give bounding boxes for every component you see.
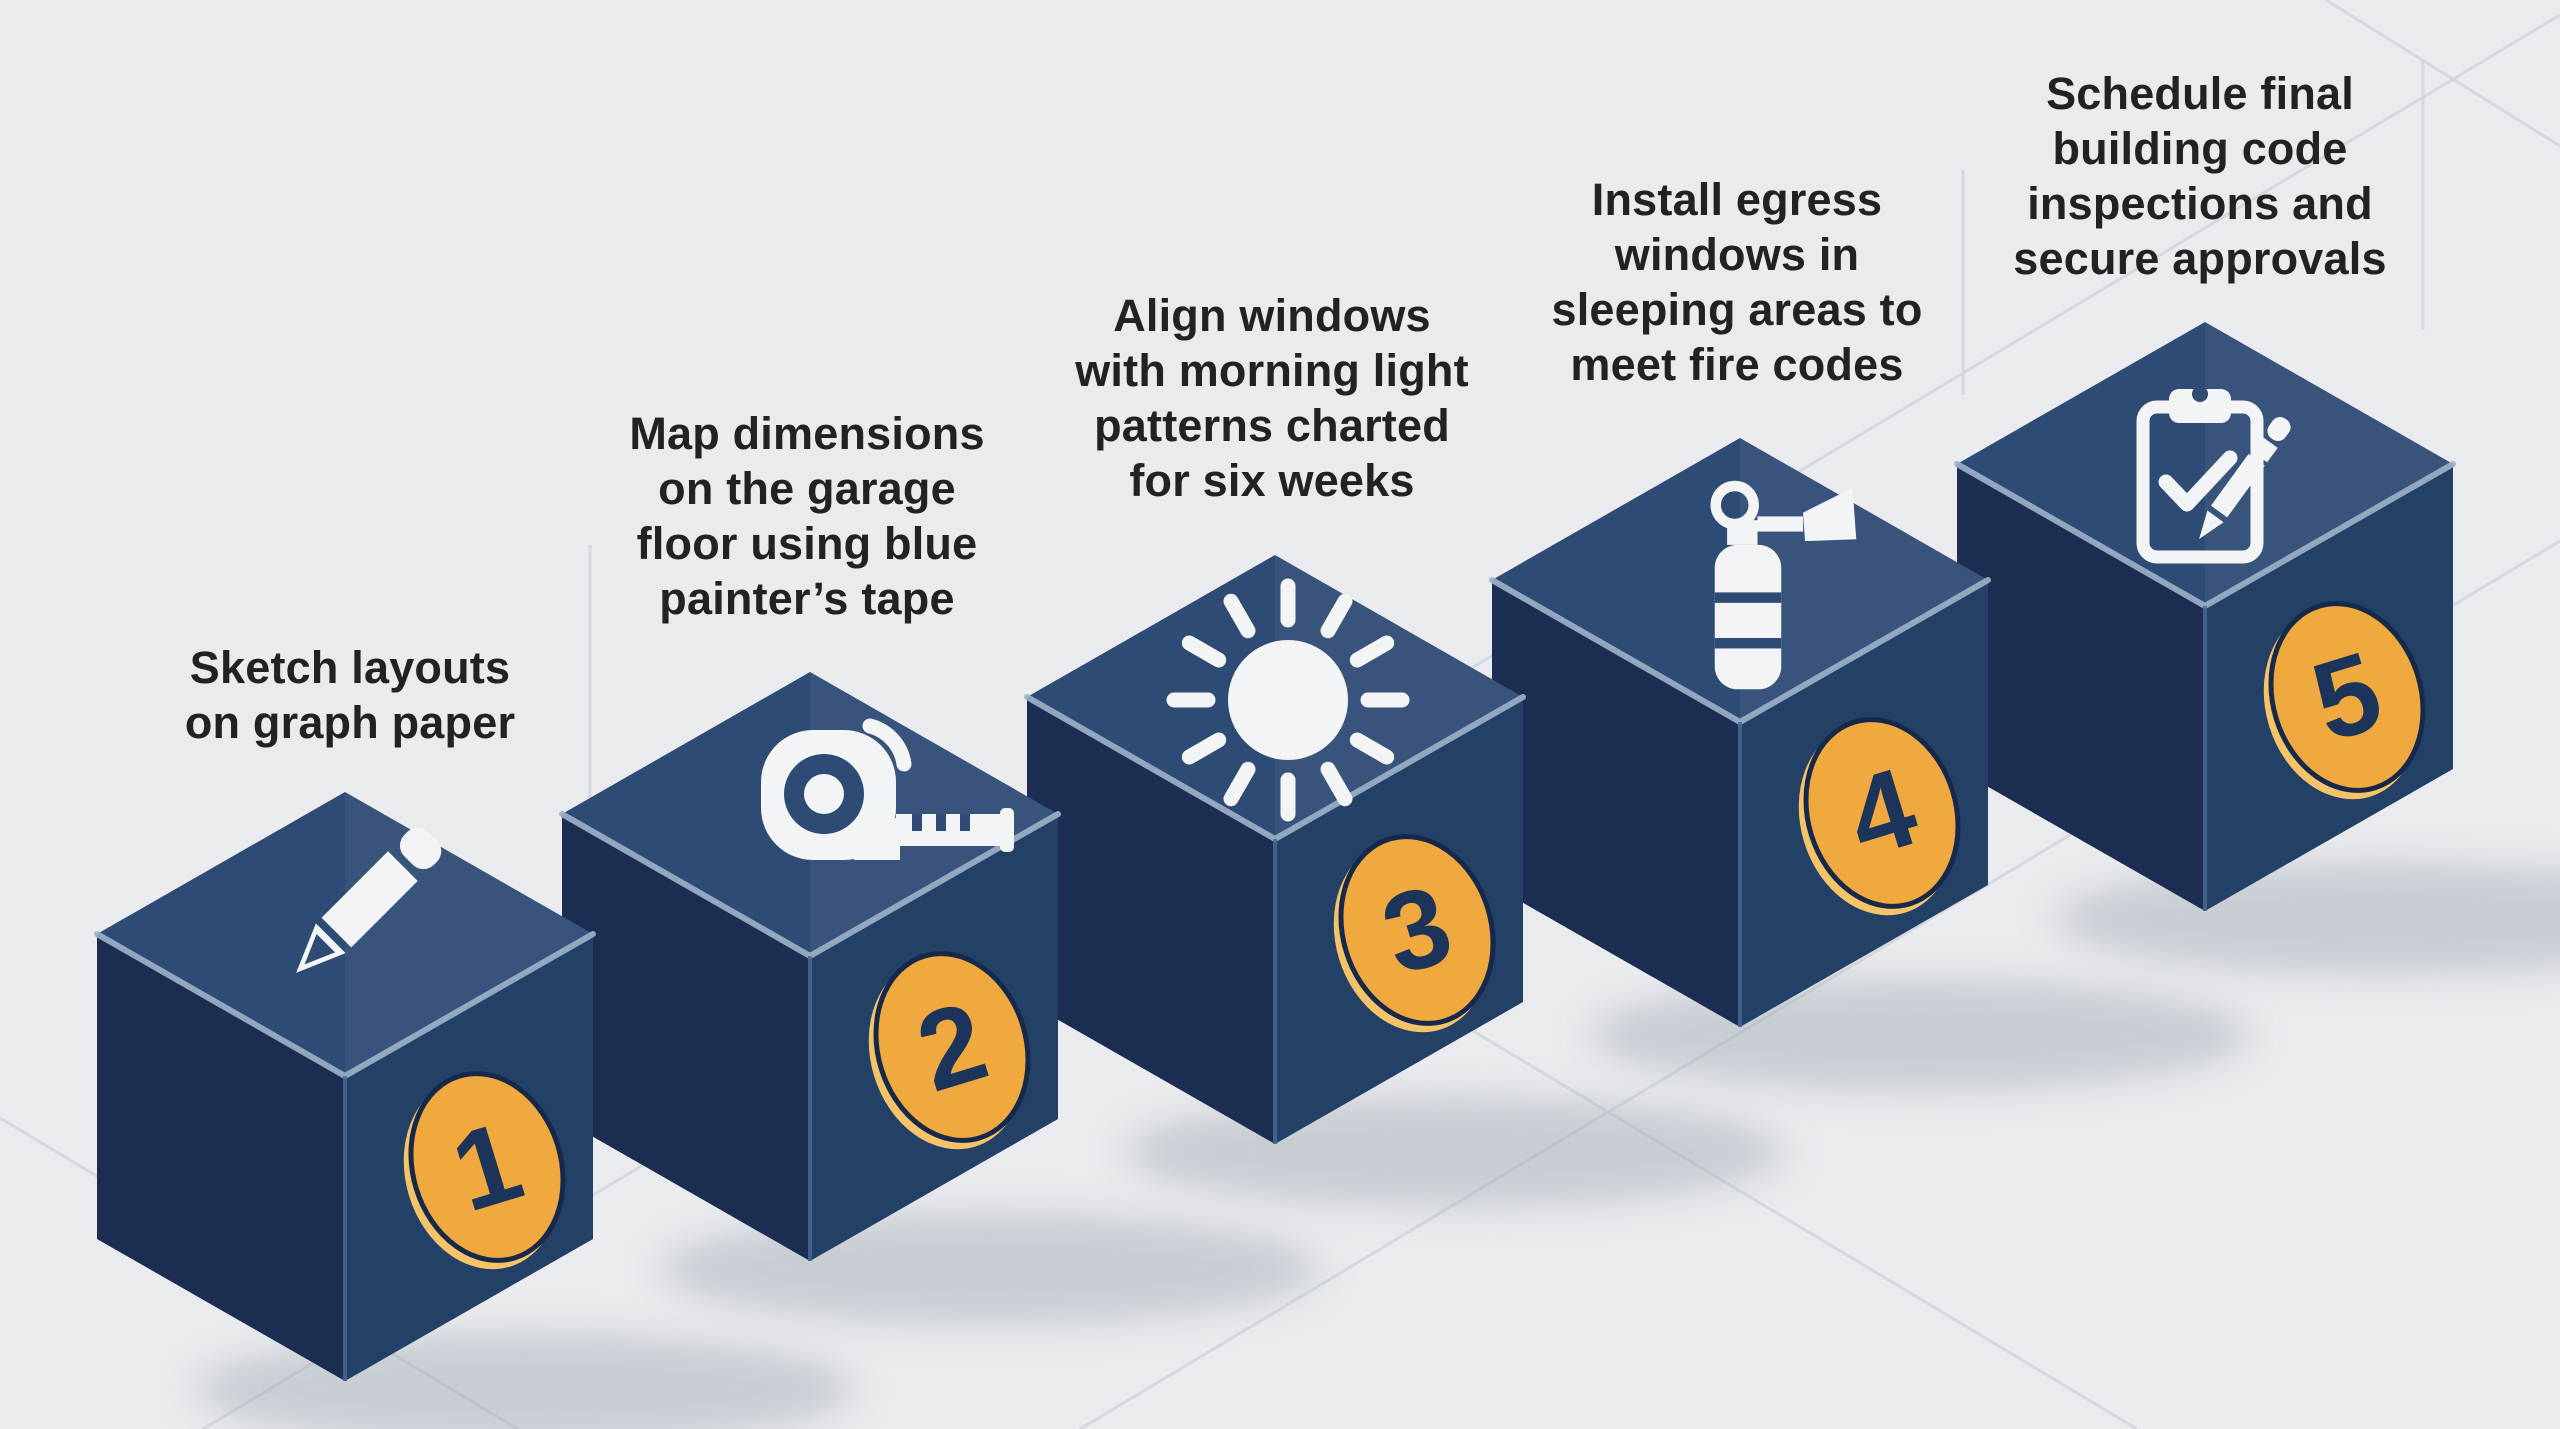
label-line: patterns charted <box>1094 400 1450 451</box>
cube-left-face <box>1492 580 1740 1027</box>
step-cube-4: 4 <box>1489 438 2250 1090</box>
tape-measure-icon <box>761 718 1014 860</box>
label-line: for six weeks <box>1129 455 1415 506</box>
step-cube-2: 2 <box>559 672 1320 1324</box>
step-cube-3: 3 <box>1024 555 1785 1207</box>
fire-extinguisher-icon <box>1710 480 1857 690</box>
cube-left-face <box>97 934 345 1381</box>
label-line: Install egress <box>1591 174 1883 225</box>
label-line: building code <box>2052 123 2348 174</box>
label-line: painter’s tape <box>659 573 955 624</box>
label-line: on graph paper <box>184 697 516 748</box>
label-line: Map dimensions <box>629 408 985 459</box>
label-line: on the garage <box>658 463 956 514</box>
cube-left-face <box>1957 464 2205 911</box>
step-badge-4: 4 <box>1798 717 1961 916</box>
clipboard-check-icon <box>2136 386 2291 564</box>
label-line: inspections and <box>2027 178 2373 229</box>
step-cube-5: 5 <box>1954 322 2560 974</box>
label-line: with morning light <box>1075 345 1469 396</box>
step-badge-1: 1 <box>403 1071 566 1270</box>
label-line: windows in <box>1614 229 1860 280</box>
pencil-icon <box>296 827 442 973</box>
label-line: floor using blue <box>636 518 978 569</box>
label-line: Schedule final <box>2046 68 2354 119</box>
floor-shadow <box>2055 864 2560 974</box>
cube-left-face <box>1027 697 1275 1144</box>
step-badge-3: 3 <box>1333 834 1496 1033</box>
step-badge-2: 2 <box>868 951 1031 1150</box>
label-line: Align windows <box>1113 290 1431 341</box>
sun-icon <box>1166 578 1410 822</box>
label-line: Sketch layouts <box>189 642 511 693</box>
label-line: sleeping areas to <box>1551 284 1923 335</box>
label-line: secure approvals <box>2013 233 2387 284</box>
label-line: meet fire codes <box>1570 339 1904 390</box>
pen-glyph <box>2199 417 2291 540</box>
cube-left-face <box>562 814 810 1261</box>
step-cube-1: 1 <box>94 792 855 1429</box>
step-badge-5: 5 <box>2263 601 2426 800</box>
